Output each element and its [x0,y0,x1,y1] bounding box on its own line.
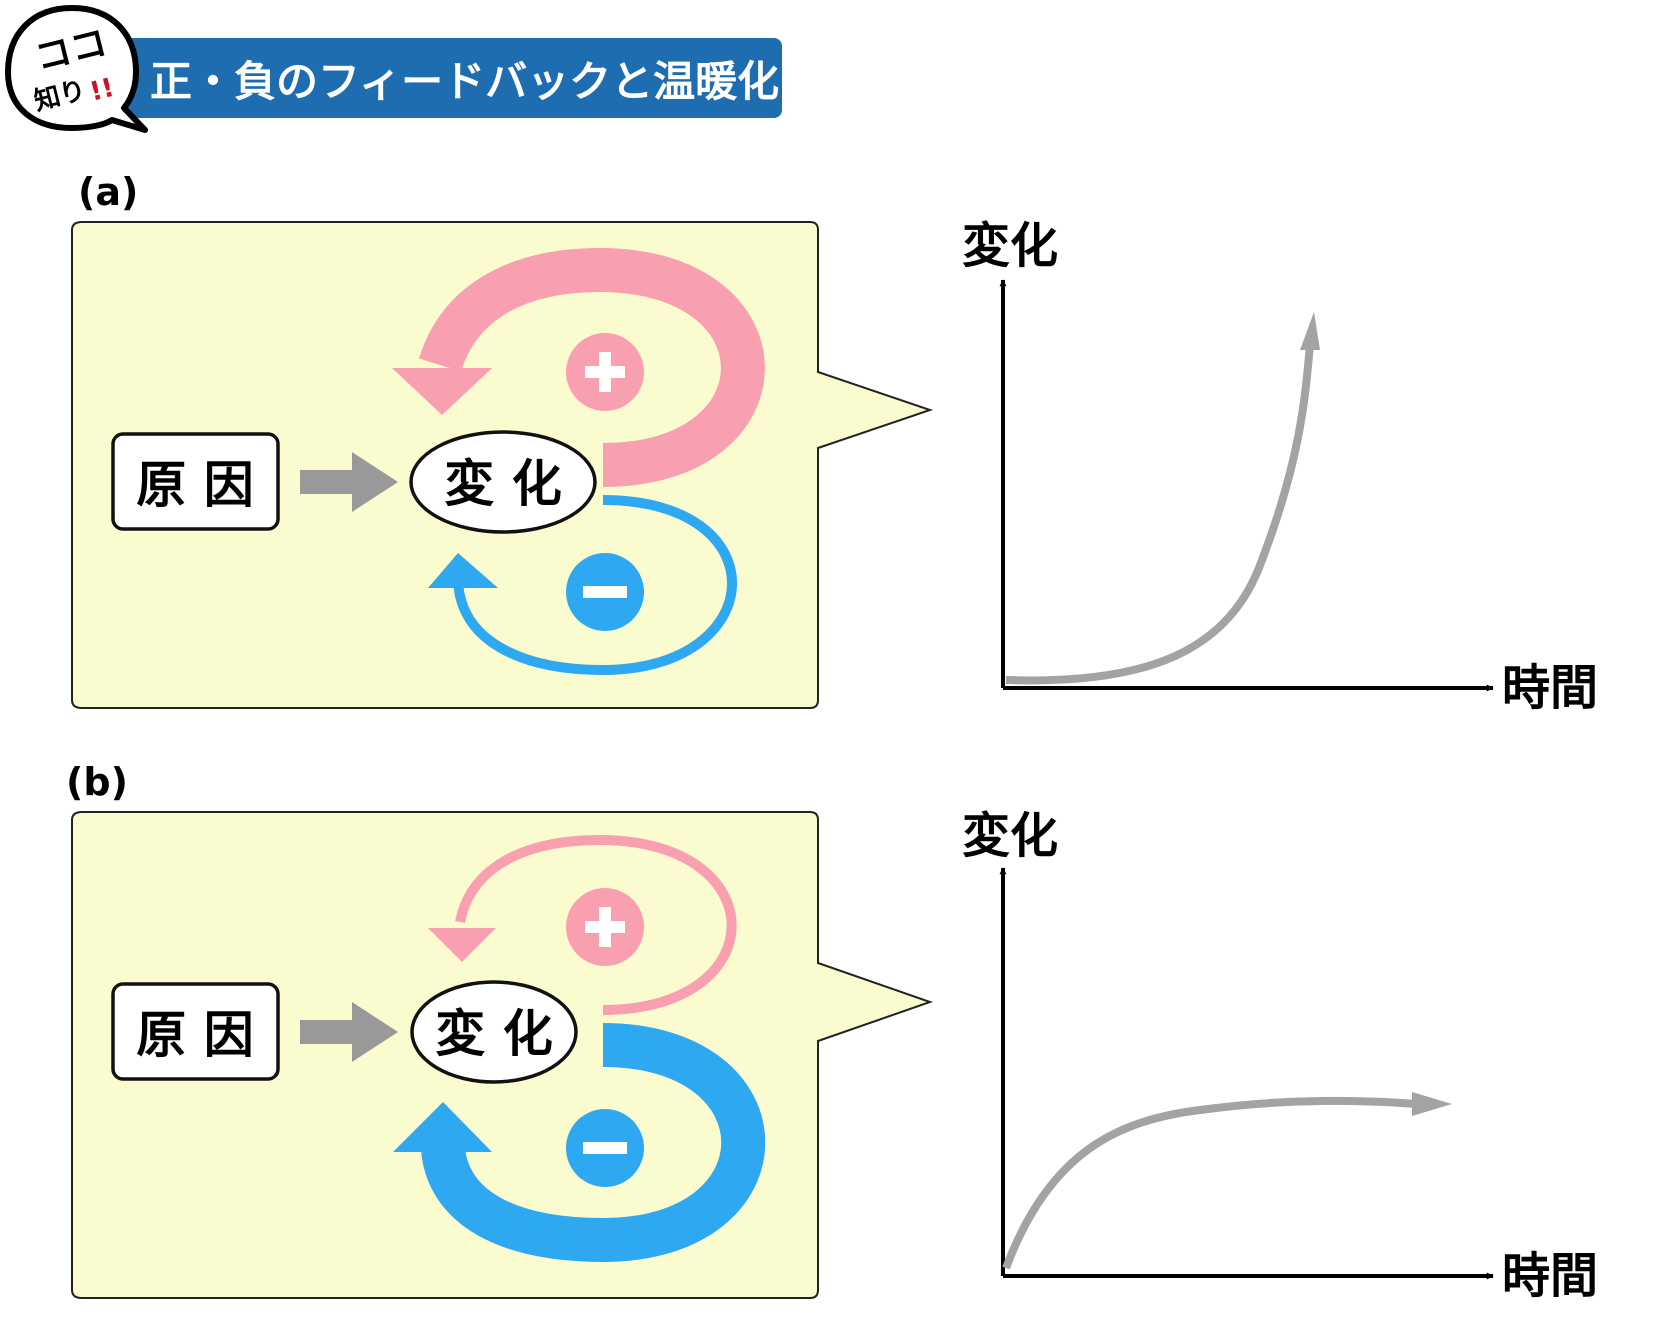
cause-arrow [300,452,398,512]
graph-b-y-label: 変化 [962,808,1058,864]
graph-a: 変化 時間 [962,218,1598,716]
cause-arrow [300,1002,398,1062]
negative-loop-arrowhead [393,1102,492,1152]
header-bar [122,38,782,118]
change-label: 変 化 [435,1005,552,1063]
change-label: 変 化 [444,455,561,513]
panel-a-label: (a) [78,170,138,214]
cause-box [111,982,280,1081]
graph-b-curve [1002,1096,1419,1270]
cause-label: 原 因 [136,1006,253,1064]
positive-loop-arrow [455,834,737,1015]
speech-badge-icon: ココ 知り !! [5,5,148,133]
graph-a-x-label: 時間 [1502,660,1598,716]
panel-b-label: (b) [66,760,128,804]
negative-loop-arrowhead [428,553,498,588]
negative-loop-arrow [421,1023,766,1263]
positive-loop-arrow [418,247,765,487]
cause-box [111,432,280,531]
graph-a-curve [1005,344,1314,685]
negative-loop-arrow [453,495,737,676]
header-banner: 正・負のフィードバックと温暖化 [122,38,782,118]
positive-loop-arrowhead [428,928,496,962]
panel-b: (b) + − 原 因 変 化 変化 時間 [66,760,1598,1304]
change-ellipse [409,430,597,534]
panel-a: (a) + − 原 因 変 化 変化 時間 [71,170,1598,716]
graph-b-x-label: 時間 [1502,1248,1598,1304]
graph-a-curve-head [1300,312,1320,350]
cause-label: 原 因 [136,456,253,514]
graph-b: 変化 時間 [962,808,1598,1304]
change-ellipse [410,980,578,1084]
header-title: 正・負のフィードバックと温暖化 [150,57,779,106]
positive-loop-arrowhead [392,368,492,415]
graph-a-y-label: 変化 [962,218,1058,274]
graph-b-curve-head [1412,1092,1452,1116]
